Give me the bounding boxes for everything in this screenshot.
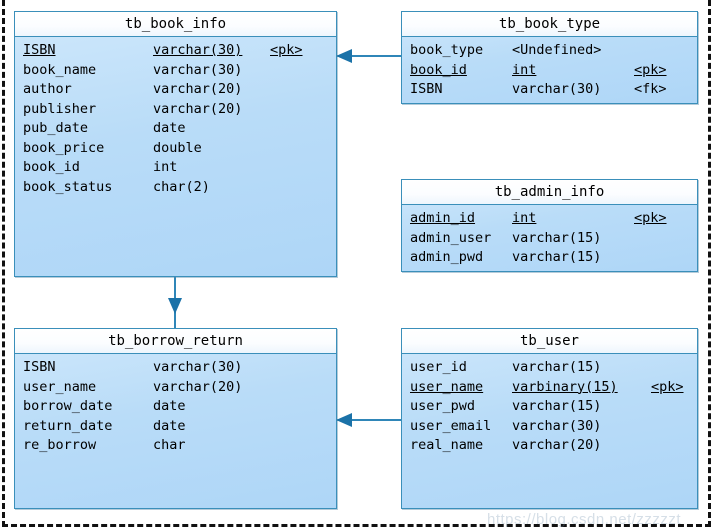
attribute-type: varbinary(15) [512,378,618,395]
attribute-name: publisher [23,100,97,117]
attribute-type: varchar(15) [512,398,602,414]
attribute-name: user_pwd [410,398,476,414]
attribute-type: varchar(20) [153,378,243,395]
attribute-key: <fk> [634,81,667,97]
entity-attributes-tb-admin-info: admin_id int <pk> admin_user varchar(15)… [402,205,697,268]
attribute-name: user_id [410,359,467,375]
attribute-name: author [23,81,72,97]
attribute-row: user_name varbinary(15) <pk> [402,378,697,398]
attribute-name: book_id [23,159,80,175]
entity-tb-borrow-return[interactable]: tb_borrow_return ISBN varchar(30) user_n… [14,328,337,509]
attribute-row: book_price double [15,139,336,159]
attribute-name: book_id [410,61,467,78]
attribute-type: date [153,398,186,414]
attribute-row: user_id varchar(15) [402,358,697,378]
attribute-row: return_date date [15,417,336,437]
entity-tb-book-info[interactable]: tb_book_info ISBN varchar(30) <pk> book_… [14,11,337,277]
attribute-row: book_id int [15,158,336,178]
attribute-name: return_date [23,417,113,434]
attribute-name: book_price [23,139,105,156]
entity-title-tb-borrow-return: tb_borrow_return [15,329,336,354]
attribute-row: user_name varchar(20) [15,378,336,398]
connector-user-to-borrow-return [336,419,402,421]
attribute-type: date [153,417,186,434]
attribute-type: varchar(15) [512,249,602,265]
attribute-name: admin_pwd [410,249,484,265]
attribute-name: book_type [410,42,484,58]
attribute-type: date [153,120,186,136]
attribute-name: book_name [23,61,97,78]
attribute-type: varchar(20) [153,81,243,97]
attribute-type: varchar(15) [512,359,602,375]
entity-attributes-tb-borrow-return: ISBN varchar(30) user_name varchar(20) b… [15,354,336,456]
attribute-name: admin_id [410,210,476,226]
attribute-row: book_type <Undefined> [402,41,697,61]
attribute-row: borrow_date date [15,397,336,417]
attribute-row: book_name varchar(30) [15,61,336,81]
attribute-name: user_email [410,417,492,434]
attribute-row: user_email varchar(30) [402,417,697,437]
attribute-key: <pk> [634,61,667,78]
attribute-name: borrow_date [23,398,113,414]
attribute-row: book_id int <pk> [402,61,697,81]
attribute-type: varchar(20) [512,437,602,453]
attribute-type: varchar(30) [512,81,602,97]
attribute-row: user_pwd varchar(15) [402,397,697,417]
entity-attributes-tb-user: user_id varchar(15) user_name varbinary(… [402,354,697,456]
entity-title-tb-user: tb_user [402,329,697,354]
watermark-text: https://blog.csdn.net/zzzzzt [487,511,682,528]
attribute-name: user_name [410,378,484,395]
entity-attributes-tb-book-info: ISBN varchar(30) <pk> book_name varchar(… [15,37,336,197]
entity-title-tb-book-info: tb_book_info [15,12,336,37]
attribute-type: double [153,139,202,156]
attribute-row: publisher varchar(20) [15,100,336,120]
attribute-type: varchar(30) [512,417,602,434]
attribute-name: real_name [410,437,484,453]
connector-book-type-to-book-info [336,55,402,57]
attribute-row: ISBN varchar(30) <fk> [402,80,697,100]
entity-title-tb-book-type: tb_book_type [402,12,697,37]
attribute-row: ISBN varchar(30) <pk> [15,41,336,61]
entity-attributes-tb-book-type: book_type <Undefined> book_id int <pk> I… [402,37,697,100]
attribute-row: author varchar(20) [15,80,336,100]
attribute-row: re_borrow char [15,436,336,456]
attribute-name: ISBN [410,81,443,97]
attribute-key: <pk> [634,210,667,226]
attribute-row: real_name varchar(20) [402,436,697,456]
attribute-name: admin_user [410,229,492,246]
attribute-row: admin_id int <pk> [402,209,697,229]
attribute-type: varchar(15) [512,229,602,246]
attribute-type: varchar(20) [153,100,243,117]
attribute-type: int [512,210,537,226]
attribute-type: int [512,61,537,78]
arrowhead-user-to-borrow-return [336,413,352,427]
arrowhead-book-info-to-borrow-return [168,298,182,314]
attribute-name: book_status [23,178,113,195]
attribute-row: admin_user varchar(15) [402,229,697,249]
attribute-type: varchar(30) [153,359,243,375]
attribute-name: user_name [23,378,97,395]
attribute-key: <pk> [270,42,303,58]
attribute-row: admin_pwd varchar(15) [402,248,697,268]
attribute-name: ISBN [23,359,56,375]
attribute-type: char [153,437,186,453]
attribute-row: pub_date date [15,119,336,139]
attribute-type: varchar(30) [153,42,243,58]
attribute-type: char(2) [153,178,210,195]
attribute-name: pub_date [23,120,89,136]
arrowhead-book-type-to-book-info [336,49,352,63]
attribute-key: <pk> [651,378,684,395]
entity-title-tb-admin-info: tb_admin_info [402,180,697,205]
attribute-name: re_borrow [23,437,97,453]
attribute-name: ISBN [23,42,56,58]
attribute-type: varchar(30) [153,61,243,78]
attribute-type: int [153,159,178,175]
attribute-row: book_status char(2) [15,178,336,198]
attribute-row: ISBN varchar(30) [15,358,336,378]
entity-tb-user[interactable]: tb_user user_id varchar(15) user_name va… [401,328,698,509]
entity-tb-book-type[interactable]: tb_book_type book_type <Undefined> book_… [401,11,698,104]
entity-tb-admin-info[interactable]: tb_admin_info admin_id int <pk> admin_us… [401,179,698,272]
attribute-type: <Undefined> [512,42,602,58]
